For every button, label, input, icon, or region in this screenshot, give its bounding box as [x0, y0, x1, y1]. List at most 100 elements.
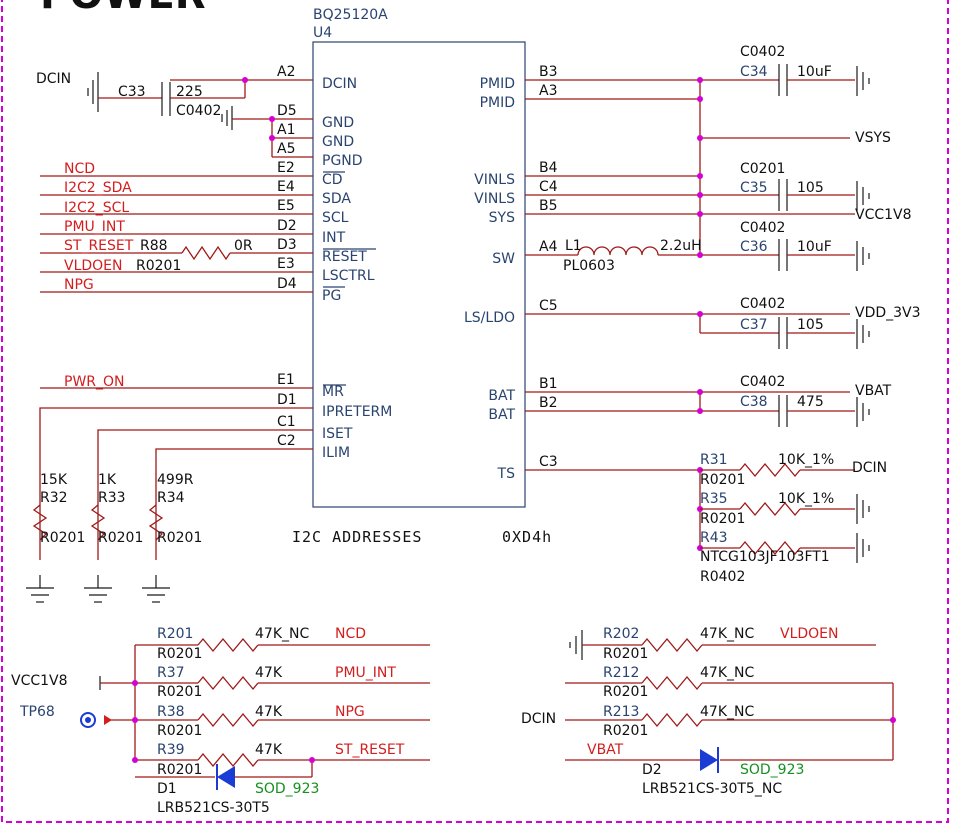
pin-number-a3: A3 [539, 83, 557, 99]
ncd-net-label: NCD [64, 161, 95, 177]
vldoen-pullup-label: VLDOEN [780, 626, 839, 642]
pin-name-b1: BAT [488, 388, 515, 404]
vbat-diode-label: VBAT [587, 742, 624, 758]
pin-number-c1: C1 [277, 414, 296, 430]
r212-ref: R212 [603, 665, 639, 681]
r39-value: 47K [255, 742, 283, 758]
ncd-pullup-label: NCD [335, 626, 366, 642]
l1-value: 2.2uH [660, 238, 702, 254]
c38-value: 475 [797, 394, 824, 410]
pin-name-d4: PG [322, 288, 341, 304]
r39-ref: R39 [157, 742, 185, 758]
r33-package: R0201 [98, 530, 143, 546]
dcin-net-label: DCIN [36, 71, 71, 87]
r34-ref: R34 [157, 490, 185, 506]
ic-body [312, 41, 526, 508]
pin-name-d2: INT [322, 230, 346, 246]
gnd-r32 [26, 575, 54, 603]
pin-number-d5: D5 [277, 103, 297, 119]
ic-u4[interactable]: BQ25120A U4 A2DCIND5GNDA1GNDA5PGNDE2CDE4… [277, 7, 558, 508]
pin-name-e4: SDA [322, 191, 351, 207]
r31-ref: R31 [700, 452, 728, 468]
r34-value: 499R [157, 472, 194, 488]
pin-name-d3: RESET [322, 249, 367, 265]
pin-number-c4: C4 [539, 179, 558, 195]
pin-number-c2: C2 [277, 433, 296, 449]
r213-package: R0201 [603, 723, 648, 739]
right-rail-network [525, 64, 870, 563]
pin-name-e3: LSCTRL [322, 268, 375, 284]
gnd-r34 [142, 575, 170, 603]
r88-package: R0201 [136, 258, 181, 274]
c37-value: 105 [797, 317, 824, 333]
vsys-net-label: VSYS [855, 130, 891, 146]
r31-value: 10K_1% [778, 452, 834, 468]
c36-package: C0402 [740, 220, 785, 236]
pin-number-e2: E2 [277, 160, 295, 176]
c33-value: 225 [176, 84, 203, 100]
vbat-net-label: VBAT [855, 383, 892, 399]
pin-name-c3: TS [497, 466, 516, 482]
pin-name-b5: SYS [489, 210, 515, 226]
d2-diode [700, 749, 718, 771]
l1-ref: L1 [565, 238, 582, 254]
r32-package: R0201 [40, 530, 85, 546]
d1-package: SOD_923 [255, 781, 319, 797]
r201-package: R0201 [157, 646, 202, 662]
pin-name-d1: IPRETERM [322, 404, 392, 420]
pin-number-a4: A4 [539, 239, 558, 255]
pin-number-a2: A2 [277, 64, 295, 80]
r39-package: R0201 [157, 762, 202, 778]
pin-number-c5: C5 [539, 298, 558, 314]
c35-ref: C35 [740, 180, 768, 196]
dcin-input-network[interactable]: DCIN C33 225 C0402 [36, 71, 313, 158]
iset-resistors[interactable] [26, 504, 170, 603]
c37-package: C0402 [740, 296, 785, 312]
r43-value: NTCG103JF103FT1 [700, 549, 830, 565]
r33-value: 1K [98, 472, 117, 488]
pin-name-e1: MR [322, 384, 344, 400]
r33-ref: R33 [98, 490, 126, 506]
r38-package: R0201 [157, 723, 202, 739]
dcin-right-label: DCIN [521, 711, 556, 727]
r32-value: 15K [40, 472, 68, 488]
r43-ref: R43 [700, 530, 728, 546]
r37-value: 47K [255, 665, 283, 681]
d1-value: LRB521CS-30T5 [157, 800, 270, 816]
c35-package: C0201 [740, 161, 785, 177]
sheet-title: POWER [40, 0, 206, 18]
r201-value: 47K_NC [255, 626, 309, 642]
r212-value: 47K_NC [700, 665, 754, 681]
r32-ref: R32 [40, 490, 68, 506]
r213-value: 47K_NC [700, 704, 754, 720]
d2-value: LRB521CS-30T5_NC [642, 781, 782, 797]
r37-ref: R37 [157, 665, 185, 681]
pin-number-b5: B5 [539, 198, 558, 214]
r202-package: R0201 [603, 646, 648, 662]
pin-name-e5: SCL [322, 210, 349, 226]
pin-number-e1: E1 [277, 372, 295, 388]
pin-name-a5: PGND [322, 153, 363, 169]
pmu-int-net-label: PMU_INT [64, 219, 125, 235]
r37-package: R0201 [157, 684, 202, 700]
c38-package: C0402 [740, 374, 785, 390]
c36-value: 10uF [797, 239, 832, 255]
ts-dcin-net-label: DCIN [852, 460, 887, 476]
d2-ref: D2 [642, 762, 662, 778]
i2c-address-value: 0XD4h [502, 528, 552, 546]
c34-package: C0402 [740, 44, 785, 60]
tp68-ref: TP68 [19, 704, 55, 720]
tp68-testpoint[interactable] [80, 712, 96, 728]
pin-name-a1: GND [322, 134, 354, 150]
left-signal-nets [39, 175, 313, 560]
r202-value: 47K_NC [700, 626, 754, 642]
pin-number-a5: A5 [277, 141, 295, 157]
r43-package: R0402 [700, 569, 745, 585]
pin-number-d2: D2 [277, 218, 297, 234]
r88-value: 0R [234, 238, 253, 254]
c34-ref: C34 [740, 64, 768, 80]
c33-package: C0402 [176, 103, 221, 119]
pin-number-d3: D3 [277, 237, 297, 253]
vldoen-net-label: VLDOEN [64, 258, 123, 274]
